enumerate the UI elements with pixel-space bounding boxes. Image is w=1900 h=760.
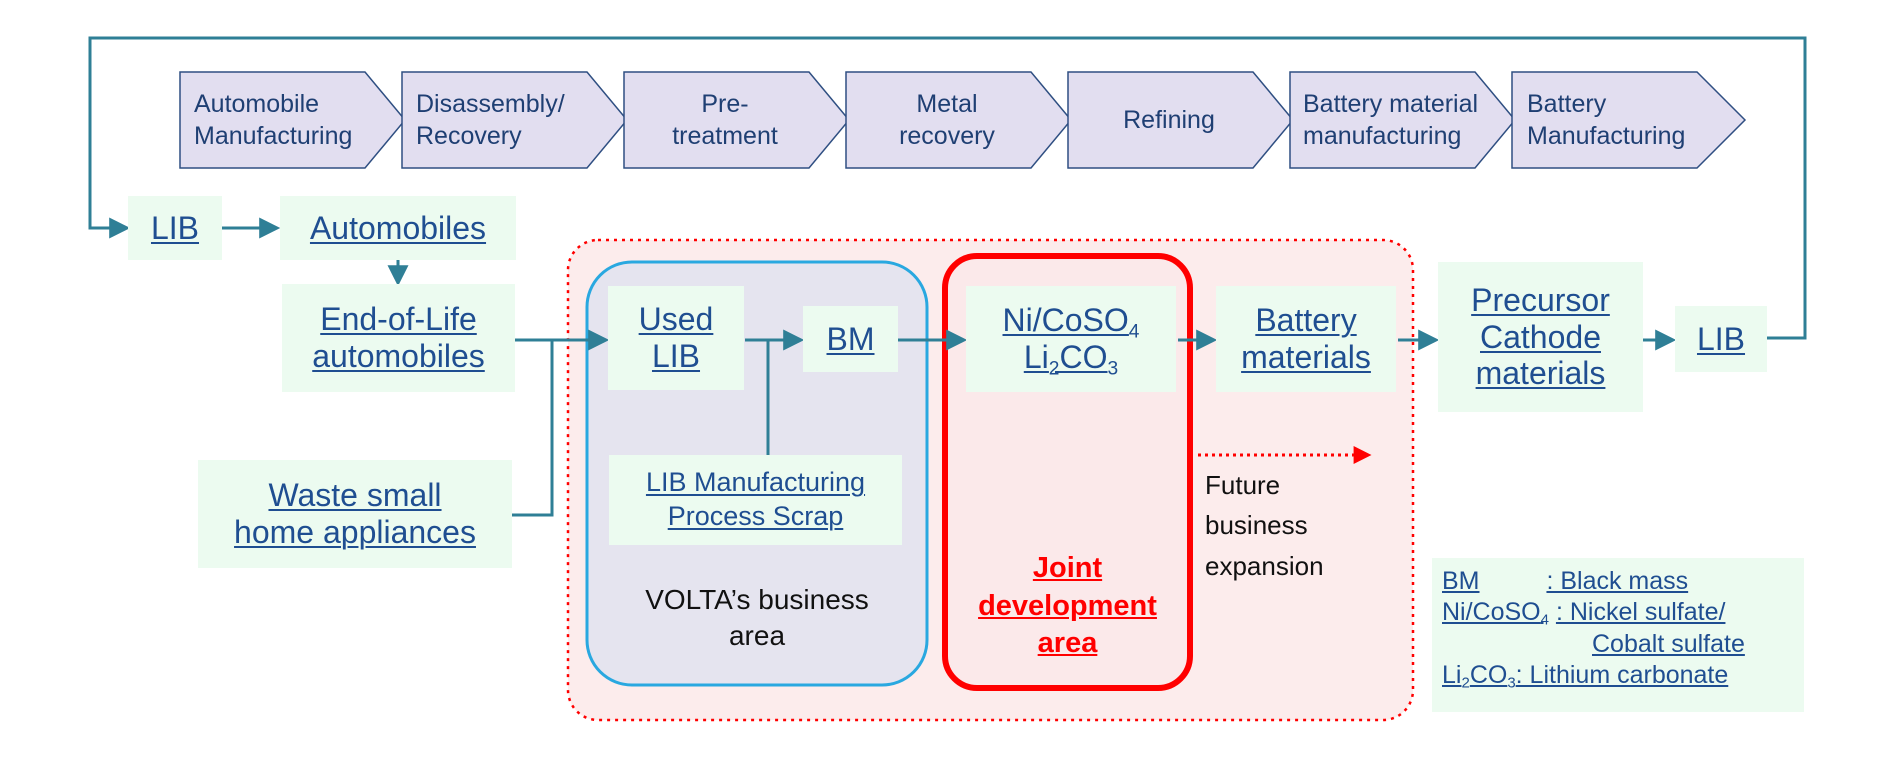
legend-row-bm: BM : Black mass	[1442, 567, 1689, 595]
node-nicoso4-li2co3: Ni/CoSO4 Li2CO3	[966, 286, 1176, 392]
process-step-refining: Refining	[1123, 105, 1215, 134]
process-step-shape	[401, 71, 628, 169]
process-step-pretreatment: Pre-treatment	[672, 89, 778, 151]
process-step-shape	[845, 71, 1072, 169]
line-waste-merge	[512, 340, 554, 517]
li2co3-formula: Li2CO3	[1023, 339, 1119, 380]
node-automobiles: Automobiles	[280, 196, 516, 260]
process-step-shape	[1289, 71, 1516, 169]
abbreviation-legend: BM : Black mass Ni/CoSO4 : Nickel sulfat…	[1432, 558, 1804, 712]
process-step-shape	[623, 71, 850, 169]
nicoso4-formula: Ni/CoSO4	[1002, 302, 1140, 343]
legend-row-li2co3: Li2CO3: Lithium carbonate	[1442, 660, 1729, 692]
node-lib-end: LIB	[1675, 306, 1767, 372]
process-step-shape	[1511, 71, 1747, 169]
process-step-shape	[1067, 71, 1294, 169]
node-bm: BM	[803, 306, 898, 372]
legend-row-cobalt: Cobalt sulfate	[1592, 629, 1745, 658]
process-step-shape	[179, 71, 406, 169]
legend-row-nicoso4: Ni/CoSO4 : Nickel sulfate/	[1442, 598, 1726, 629]
recycle-loop-line	[88, 36, 1807, 340]
process-step-disassembly: Disassembly/Recovery	[416, 89, 565, 151]
node-lib-start: LIB	[128, 196, 222, 260]
